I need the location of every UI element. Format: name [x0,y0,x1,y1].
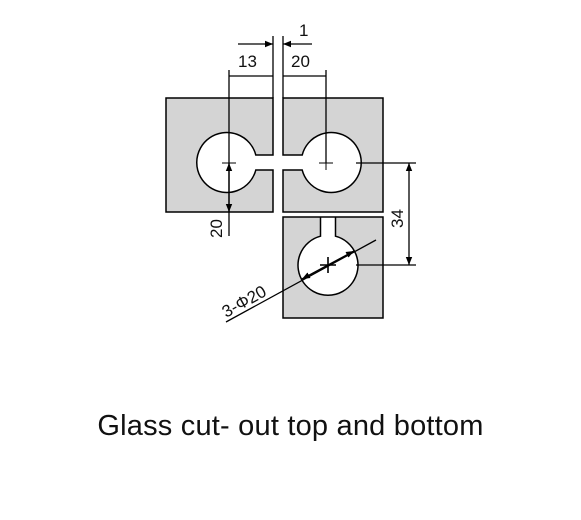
dimension-left-offset-label: 13 [238,52,257,71]
dimension-height-label: 34 [388,209,407,228]
dimension-vertical-offset-label: 20 [207,219,226,238]
glass-plate-top-left [165,97,274,213]
dimension-right-offset-label: 20 [291,52,310,71]
dimension-height [356,162,416,266]
dimension-gap [238,36,312,98]
dimension-left-offset [228,70,273,163]
hole-center-marks [222,156,336,273]
dimension-gap-label: 1 [299,21,308,40]
dimension-right-offset [283,70,327,163]
glass-plate-bottom [282,216,384,319]
glass-plates [165,97,384,319]
figure-caption: Glass cut- out top and bottom [97,410,484,442]
dimension-arrow [327,250,355,266]
dimension-hole-diameter-label: 3-Φ20 [219,282,270,322]
dimension-hole-diameter [225,239,377,323]
dimension-arrow [301,264,329,280]
glass-plate-top-right [282,97,384,213]
